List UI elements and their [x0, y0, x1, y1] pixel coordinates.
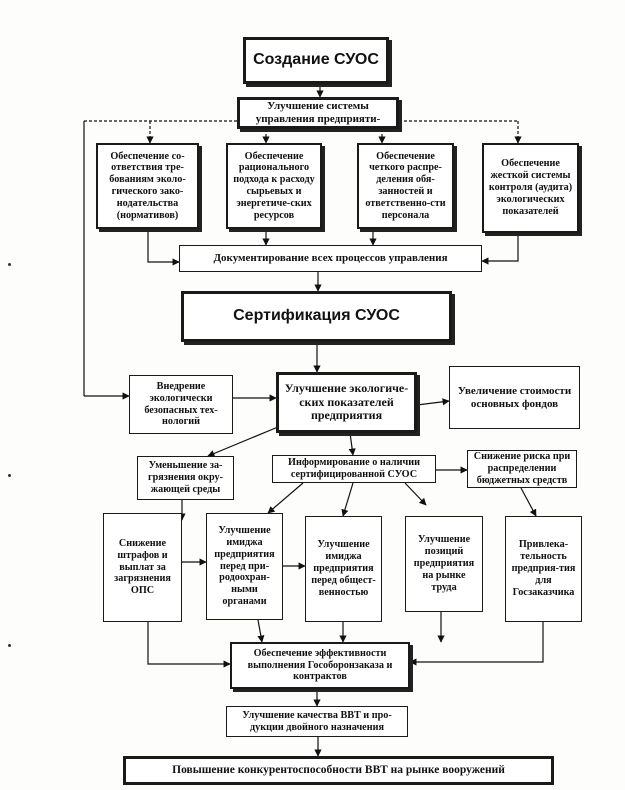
- scan-speck: [8, 474, 11, 477]
- node-eco-indicators: Улучшение экологиче-ских показателей пре…: [276, 372, 417, 433]
- node-certification: Сертификация СУОС: [181, 291, 452, 342]
- scan-speck: [8, 263, 11, 266]
- node-assets: Увеличение стоимости основных фондов: [449, 366, 580, 429]
- node-attractiveness: Привлека-тельность предприя-тия для Госз…: [505, 516, 582, 622]
- node-image-public: Улучшение имиджа предприятия перед общес…: [305, 516, 382, 622]
- node-technologies: Внедрение экологически безопасных тех-но…: [129, 375, 233, 434]
- node-responsibilities: Обеспечение четкого распре-деления обя-з…: [357, 143, 454, 229]
- node-fines: Снижение штрафов и выплат за загрязнения…: [103, 513, 182, 622]
- node-audit: Обеспечение жесткой системы контроля (ау…: [482, 143, 579, 233]
- node-efficiency: Обеспечение эффективности выполнения Гос…: [230, 642, 410, 689]
- node-image-gov: Улучшение имиджа предприятия перед при-р…: [206, 513, 283, 620]
- node-informing: Информирование о наличии сертифицированн…: [272, 455, 436, 483]
- node-quality: Улучшение качества ВВТ и про-дукции двой…: [226, 706, 408, 737]
- node-documenting: Документирование всех процессов управлен…: [179, 245, 482, 272]
- node-competitiveness: Повышение конкурентоспособности ВВТ на р…: [123, 756, 554, 785]
- node-risk: Снижение риска при распределении бюджетн…: [467, 450, 577, 488]
- node-improve-management: Улучшение системы управления предприяти-: [237, 97, 399, 129]
- node-rational-resources: Обеспечение рационального подхода к расх…: [226, 143, 322, 229]
- node-labor: Улучшение позиций предприятия на рынке т…: [405, 516, 483, 612]
- scan-speck: [8, 644, 11, 647]
- node-create-suos: Создание СУОС: [243, 37, 389, 84]
- node-compliance: Обеспечение со-ответствия тре-бованиям э…: [96, 143, 199, 229]
- node-pollution: Уменьшение за-грязнения окру-жающей сред…: [137, 456, 234, 500]
